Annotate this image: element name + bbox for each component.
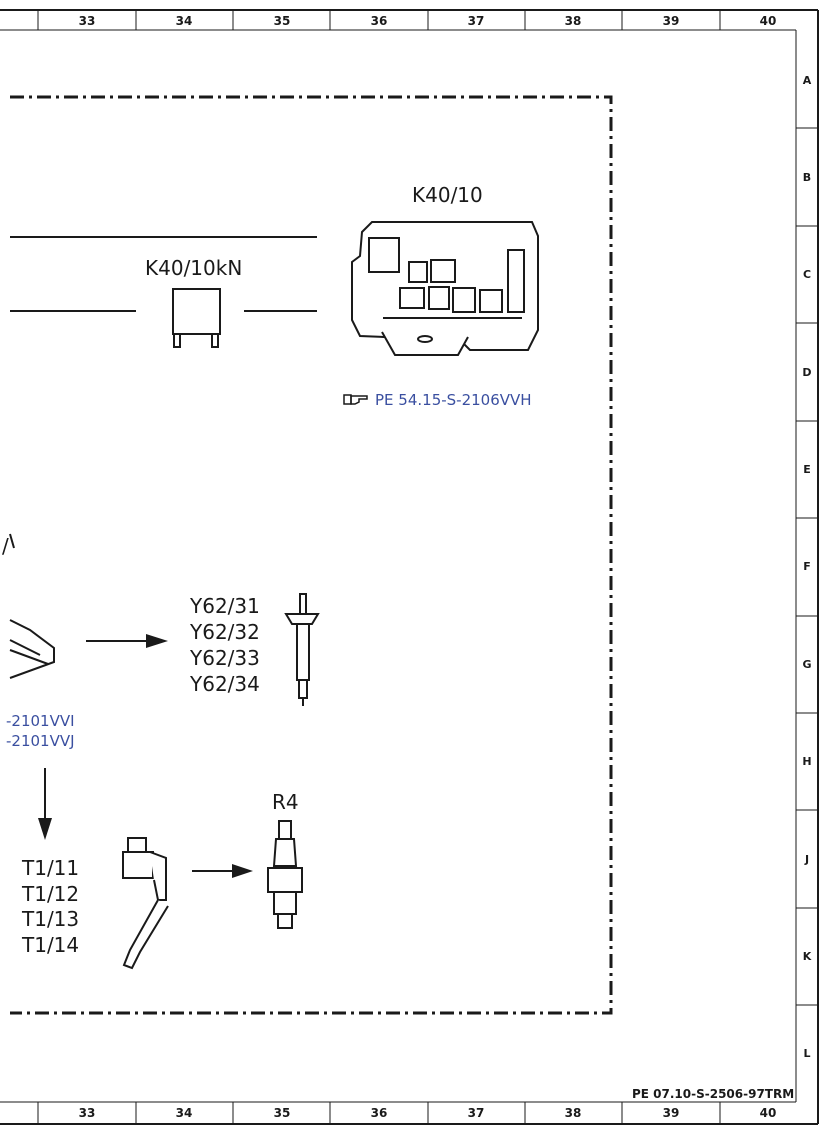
row-label: E <box>803 463 811 476</box>
injector-y62 <box>284 593 320 706</box>
reference-partial-1[interactable]: -2101VVI <box>6 712 75 730</box>
column-label: 33 <box>78 14 96 28</box>
reference-partial-2[interactable]: -2101VVJ <box>6 732 75 750</box>
relay-k40-10kn <box>172 288 221 348</box>
column-label: 35 <box>273 1106 291 1120</box>
label-y62-34: Y62/34 <box>190 672 260 696</box>
label-t1-11: T1/11 <box>22 856 80 880</box>
row-label: D <box>802 366 812 379</box>
column-label: 38 <box>564 1106 582 1120</box>
ignition-coil-t1 <box>122 837 169 970</box>
column-label: 34 <box>175 1106 193 1120</box>
fuse-box-k40-10 <box>351 221 539 356</box>
column-label: 37 <box>467 1106 485 1120</box>
row-label: A <box>802 74 812 87</box>
column-label: 37 <box>467 14 485 28</box>
document-reference: PE 07.10-S-2506-97TRM <box>632 1087 795 1101</box>
column-label: 33 <box>78 1106 96 1120</box>
spark-plug-r4 <box>267 820 303 929</box>
column-label: 39 <box>662 1106 680 1120</box>
label-y62-32: Y62/32 <box>190 620 260 644</box>
row-label: K <box>802 950 812 963</box>
column-label: 35 <box>273 14 291 28</box>
column-label: 39 <box>662 14 680 28</box>
label-t1-13: T1/13 <box>22 907 80 931</box>
label-k40-10: K40/10 <box>412 183 483 207</box>
partial-label-top: / <box>2 534 9 558</box>
row-label: B <box>802 171 812 184</box>
row-label: L <box>803 1047 811 1060</box>
label-k40-10kn: K40/10kN <box>145 256 243 280</box>
column-label: 36 <box>370 14 388 28</box>
column-label: 36 <box>370 1106 388 1120</box>
label-t1-14: T1/14 <box>22 933 80 957</box>
row-label: C <box>802 268 812 281</box>
column-label: 34 <box>175 14 193 28</box>
label-y62-33: Y62/33 <box>190 646 260 670</box>
pointing-hand-icon <box>343 394 368 405</box>
row-label: G <box>802 658 812 671</box>
row-label: F <box>803 560 811 573</box>
label-y62-31: Y62/31 <box>190 594 260 618</box>
reference-link-text[interactable]: PE 54.15-S-2106VVH <box>375 391 532 409</box>
column-label: 40 <box>759 1106 777 1120</box>
column-label: 40 <box>759 14 777 28</box>
label-r4: R4 <box>272 790 299 814</box>
column-label: 38 <box>564 14 582 28</box>
row-label: J <box>804 853 810 866</box>
row-label: H <box>802 755 812 768</box>
label-t1-12: T1/12 <box>22 882 80 906</box>
